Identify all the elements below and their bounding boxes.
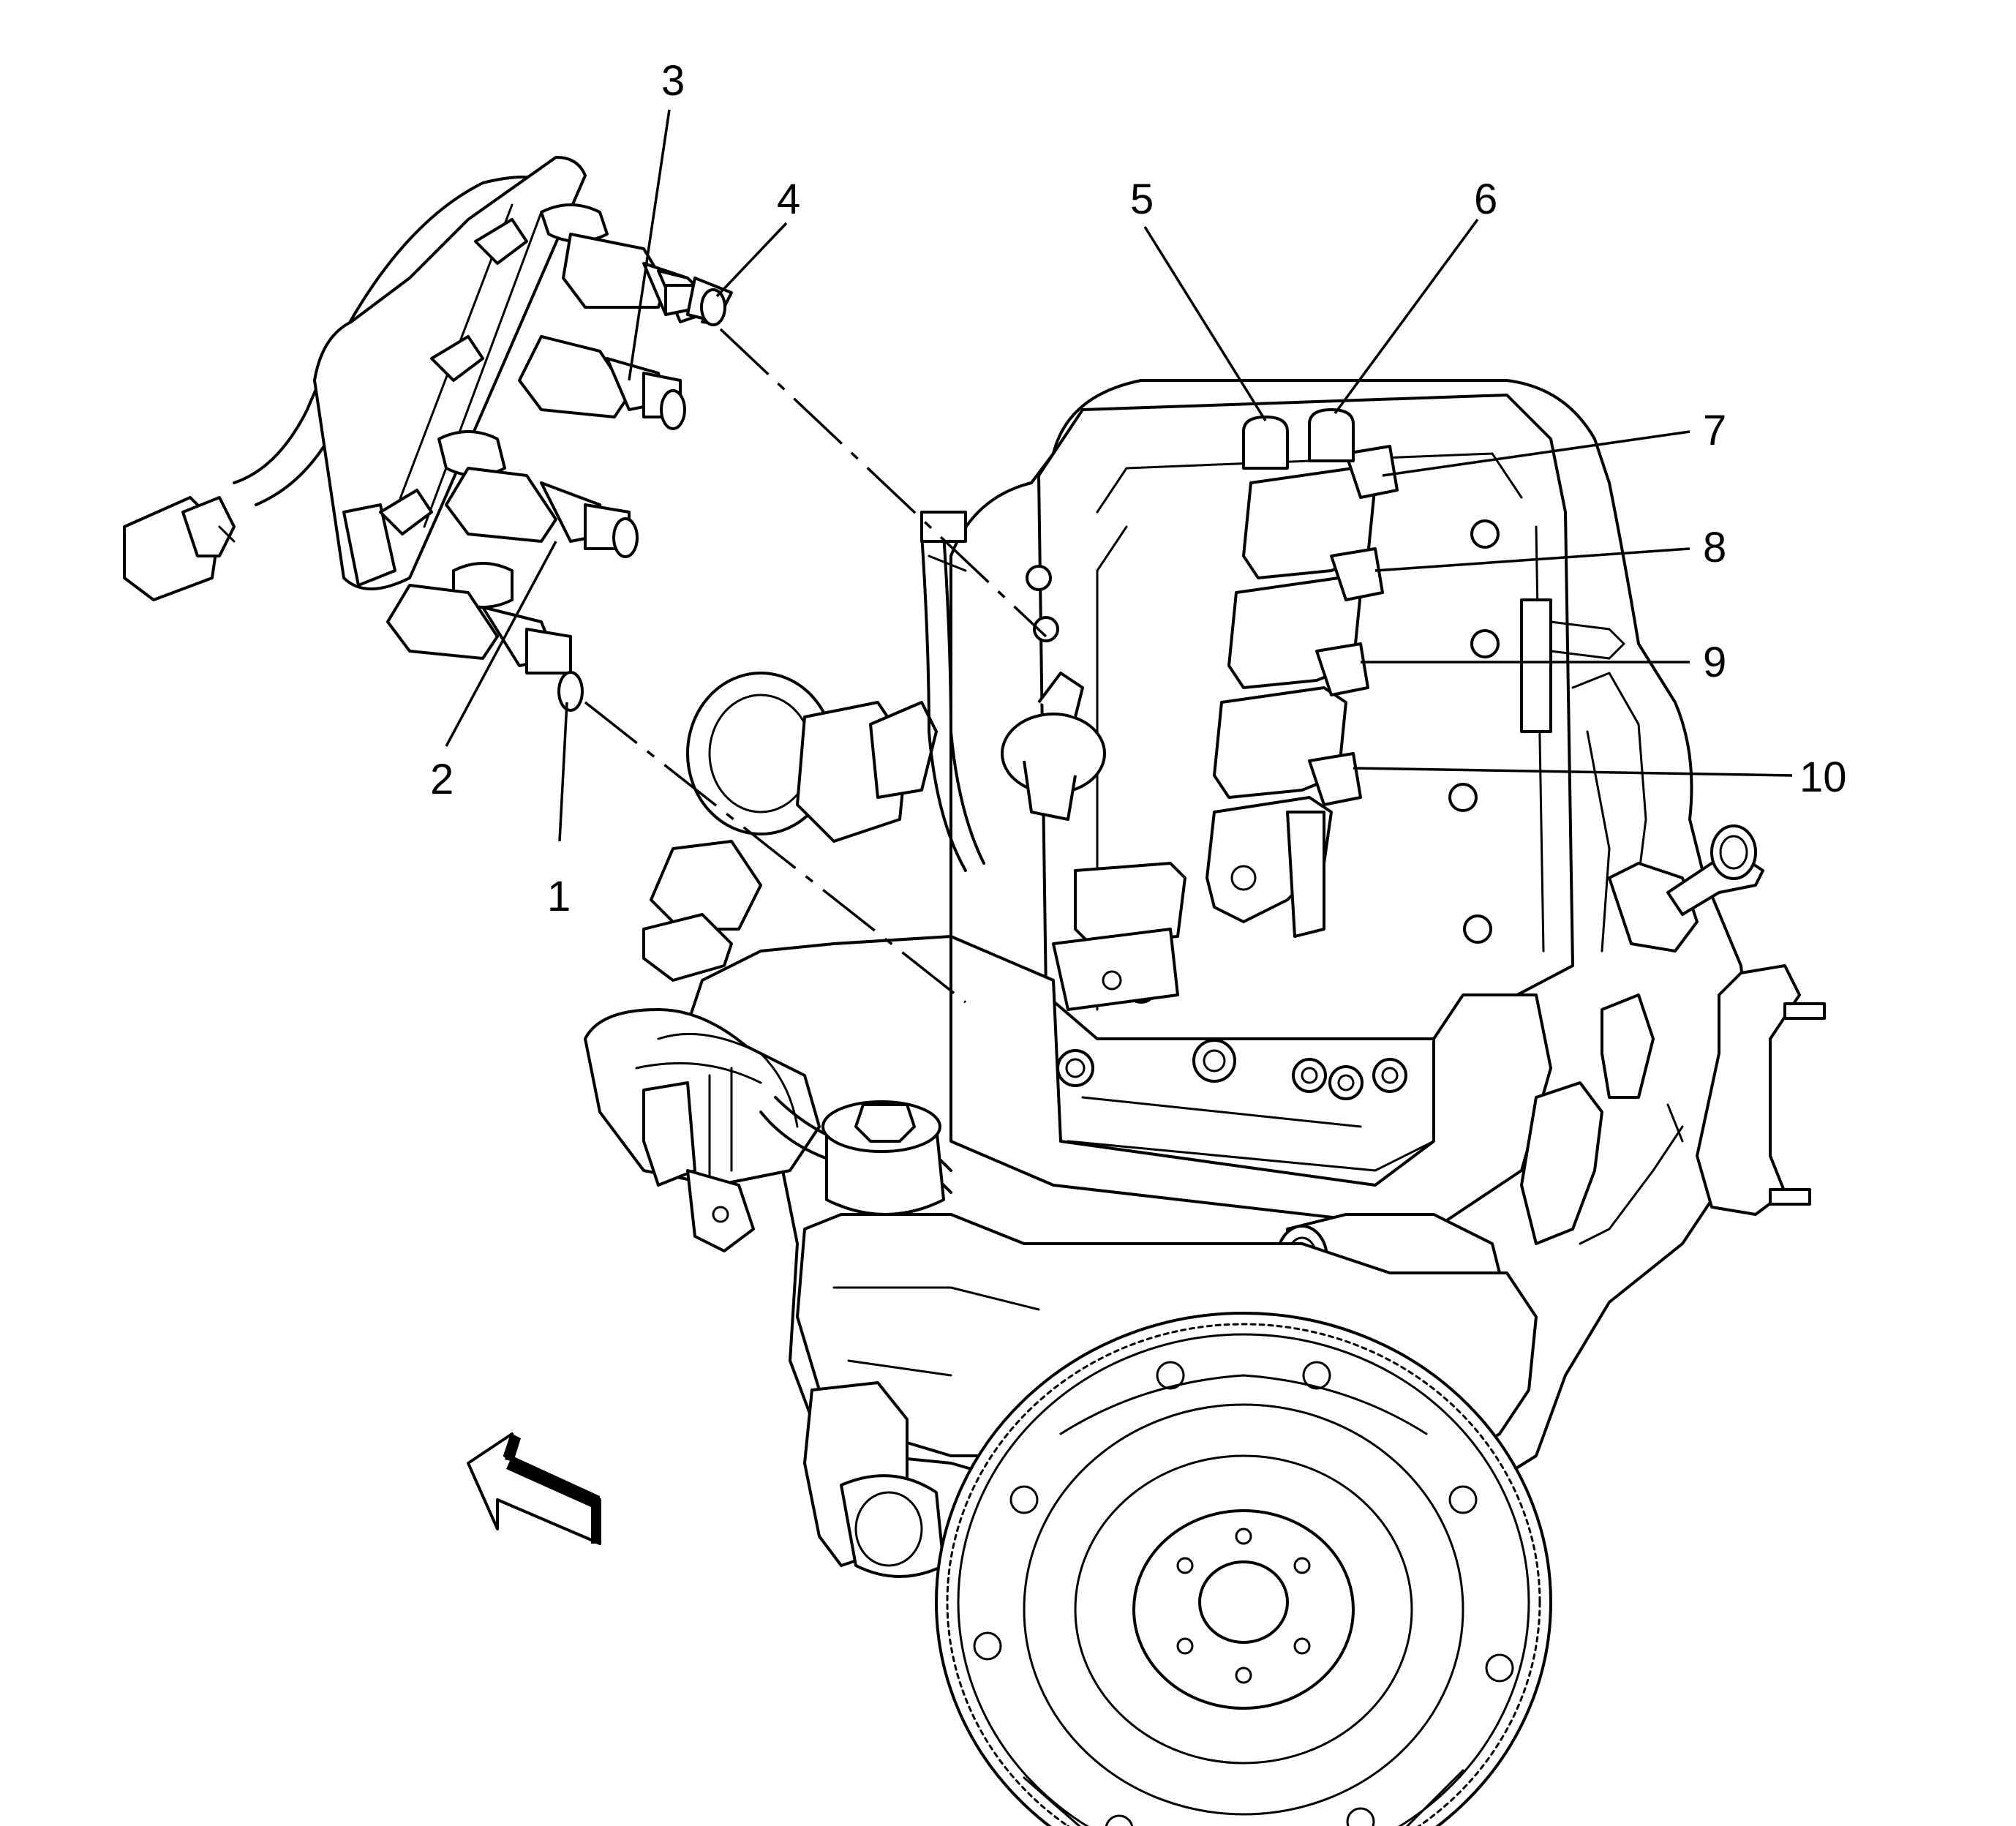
callout-10: 10 <box>1799 754 1847 801</box>
callout-labels: 1 2 3 4 5 6 7 8 9 10 <box>430 57 1847 920</box>
callout-5: 5 <box>1130 176 1154 223</box>
front-direction-arrow-icon <box>467 1432 601 1545</box>
callout-leaders <box>445 109 1793 842</box>
callout-9: 9 <box>1703 639 1726 686</box>
ignition-coil-icon <box>1206 408 1399 938</box>
callout-3: 3 <box>661 57 685 105</box>
flywheel-icon <box>935 1312 1552 1826</box>
fuel-rail-icon <box>123 156 609 609</box>
engine-block-icon <box>584 379 1826 1826</box>
fuel-injector-icon <box>386 233 733 712</box>
callout-4: 4 <box>777 176 800 223</box>
callout-2: 2 <box>430 756 454 803</box>
callout-7: 7 <box>1703 407 1726 454</box>
callout-8: 8 <box>1703 524 1726 571</box>
callout-1: 1 <box>547 873 571 920</box>
install-guide-lines <box>584 328 1048 1004</box>
callout-6: 6 <box>1474 176 1497 223</box>
